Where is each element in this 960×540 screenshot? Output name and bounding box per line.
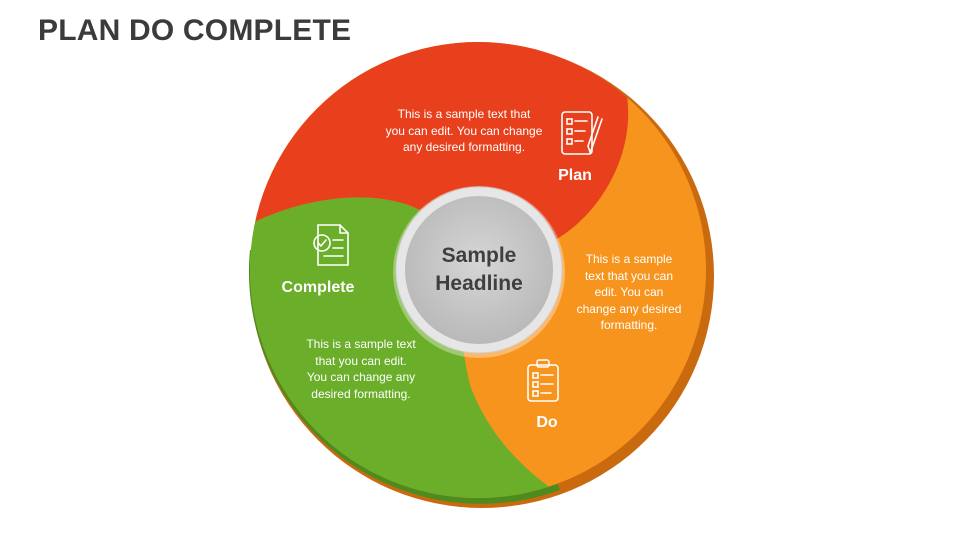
plan-label: Plan [558, 167, 592, 184]
plan-text-line: you can edit. You can change [385, 123, 543, 138]
center-headline-line1: Sample [441, 244, 517, 267]
do-text-line: formatting. [600, 318, 658, 332]
checklist-pencil-icon [561, 111, 603, 155]
page-title: PLAN DO COMPLETE [38, 14, 352, 47]
complete-label: Complete [281, 279, 355, 296]
center-hub [393, 186, 565, 358]
do-text-line: change any desired [576, 301, 682, 316]
do-text-line: edit. You can [594, 285, 664, 299]
document-check-icon [313, 224, 349, 266]
do-text-line: text that you can [584, 268, 674, 283]
complete-description: This is a sample text that you can edit.… [290, 336, 432, 402]
center-headline-line2: Headline [435, 272, 523, 295]
complete-text-line: This is a sample text [306, 337, 416, 351]
segment-complete [250, 197, 565, 498]
do-text-line: This is a sample [585, 252, 673, 266]
clipboard-checklist-icon [527, 359, 559, 402]
complete-text-line: desired formatting. [311, 386, 411, 401]
center-headline: Sample Headline [404, 242, 554, 298]
segment-plan [250, 42, 706, 240]
do-description: This is a sample text that you can edit.… [566, 251, 692, 334]
complete-text-line: You can change any [306, 370, 416, 384]
plan-text-line: any desired formatting. [402, 140, 526, 154]
do-label: Do [536, 414, 558, 431]
plan-description: This is a sample text that you can edit.… [366, 106, 562, 156]
complete-text-line: that you can edit. [315, 353, 407, 368]
plan-text-line: This is a sample text that [397, 107, 531, 121]
